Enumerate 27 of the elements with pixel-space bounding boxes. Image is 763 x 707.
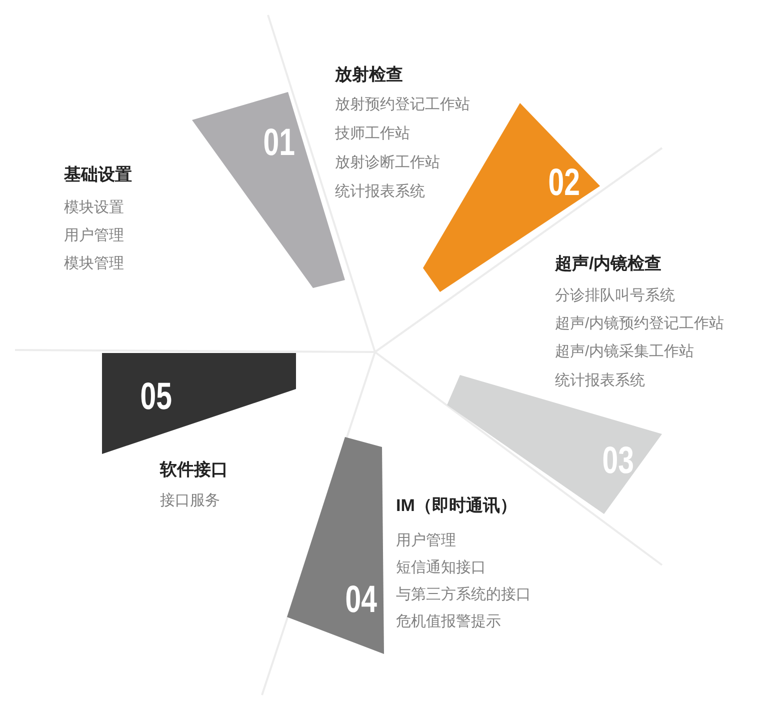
number-panel [287, 437, 384, 654]
list-item: 短信通知接口 [396, 558, 486, 578]
section-heading: IM（即时通讯） [396, 495, 517, 517]
list-item: 超声/内镜预约登记工作站 [555, 314, 724, 334]
number-panel [102, 353, 296, 454]
list-item: 与第三方系统的接口 [396, 585, 531, 605]
list-item: 用户管理 [396, 531, 456, 551]
section-heading: 超声/内镜检查 [555, 253, 662, 275]
list-item: 分诊排队叫号系统 [555, 286, 675, 306]
step-number: 05 [140, 377, 172, 417]
list-item: 超声/内镜采集工作站 [555, 342, 694, 362]
step-number: 04 [345, 580, 377, 620]
list-item: 统计报表系统 [335, 182, 425, 202]
list-item: 技师工作站 [335, 124, 410, 144]
step-number: 02 [548, 163, 580, 203]
list-item: 统计报表系统 [555, 371, 645, 391]
section-heading: 放射检查 [335, 64, 403, 86]
section-heading: 软件接口 [160, 459, 228, 481]
list-item: 模块管理 [64, 254, 124, 274]
list-item: 用户管理 [64, 226, 124, 246]
list-item: 放射诊断工作站 [335, 153, 440, 173]
step-number: 01 [263, 123, 295, 163]
list-item: 模块设置 [64, 198, 124, 218]
list-item: 危机值报警提示 [396, 612, 501, 632]
section-heading: 基础设置 [64, 164, 132, 186]
list-item: 接口服务 [160, 491, 220, 511]
list-item: 放射预约登记工作站 [335, 95, 470, 115]
